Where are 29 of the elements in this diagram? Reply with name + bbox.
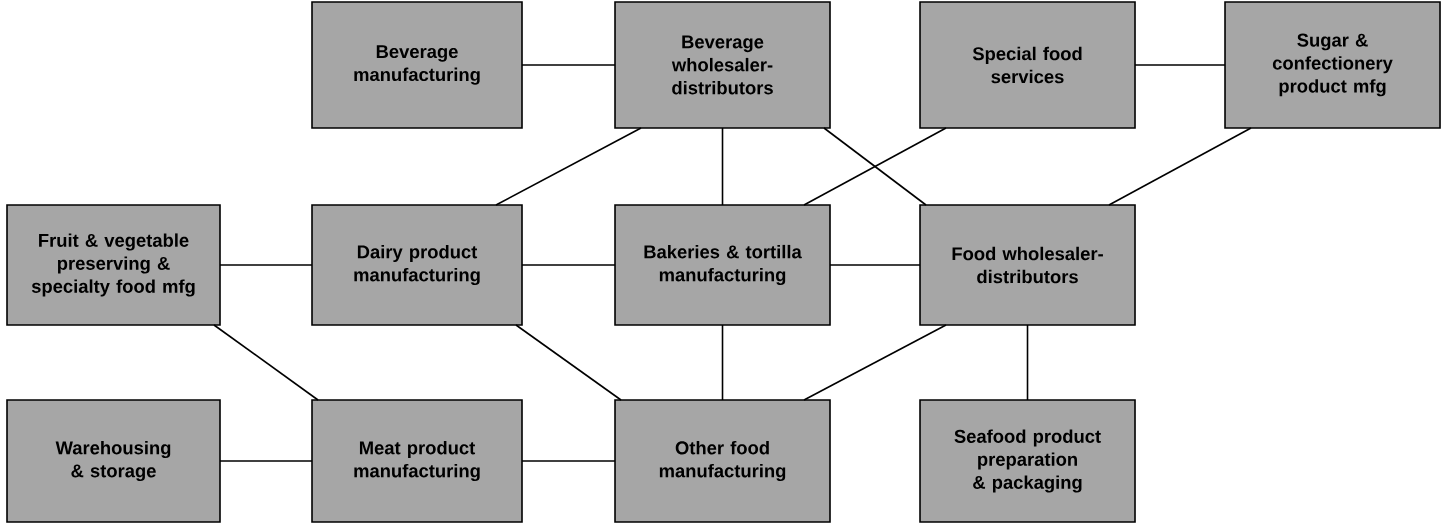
process-box: Beverage wholesaler-distributors — [614, 1, 831, 129]
connector-line — [1108, 127, 1252, 206]
process-box: Warehousing & storage — [6, 399, 221, 523]
connector-line — [213, 324, 319, 401]
connector-line — [521, 460, 616, 462]
connector-line — [1026, 324, 1029, 401]
connector-line — [721, 324, 724, 401]
connector-line — [721, 127, 724, 206]
process-box: Other food manufacturing — [614, 399, 831, 523]
connector-line — [495, 127, 642, 206]
connector-line — [803, 127, 947, 206]
process-box: Special food services — [919, 1, 1136, 129]
process-box: Bakeries & tortilla manufacturing — [614, 204, 831, 326]
process-box: Beverage manufacturing — [311, 1, 523, 129]
process-box: Seafood product preparation & packaging — [919, 399, 1136, 523]
process-box: Food wholesaler-distributors — [919, 204, 1136, 326]
connector-line — [219, 460, 313, 462]
connector-line — [829, 264, 921, 266]
connector-line — [219, 264, 313, 266]
connector-line — [515, 324, 622, 401]
process-box: Dairy product manufacturing — [311, 204, 523, 326]
process-box: Meat product manufacturing — [311, 399, 523, 523]
connector-line — [521, 64, 616, 66]
connector-line — [803, 324, 947, 401]
process-box: Fruit & vegetable preserving & specialty food mfg — [6, 204, 221, 326]
connector-line — [1134, 64, 1226, 66]
connector-line — [823, 127, 927, 206]
connector-line — [521, 264, 616, 266]
process-box: Sugar & confectionery product mfg — [1224, 1, 1441, 129]
